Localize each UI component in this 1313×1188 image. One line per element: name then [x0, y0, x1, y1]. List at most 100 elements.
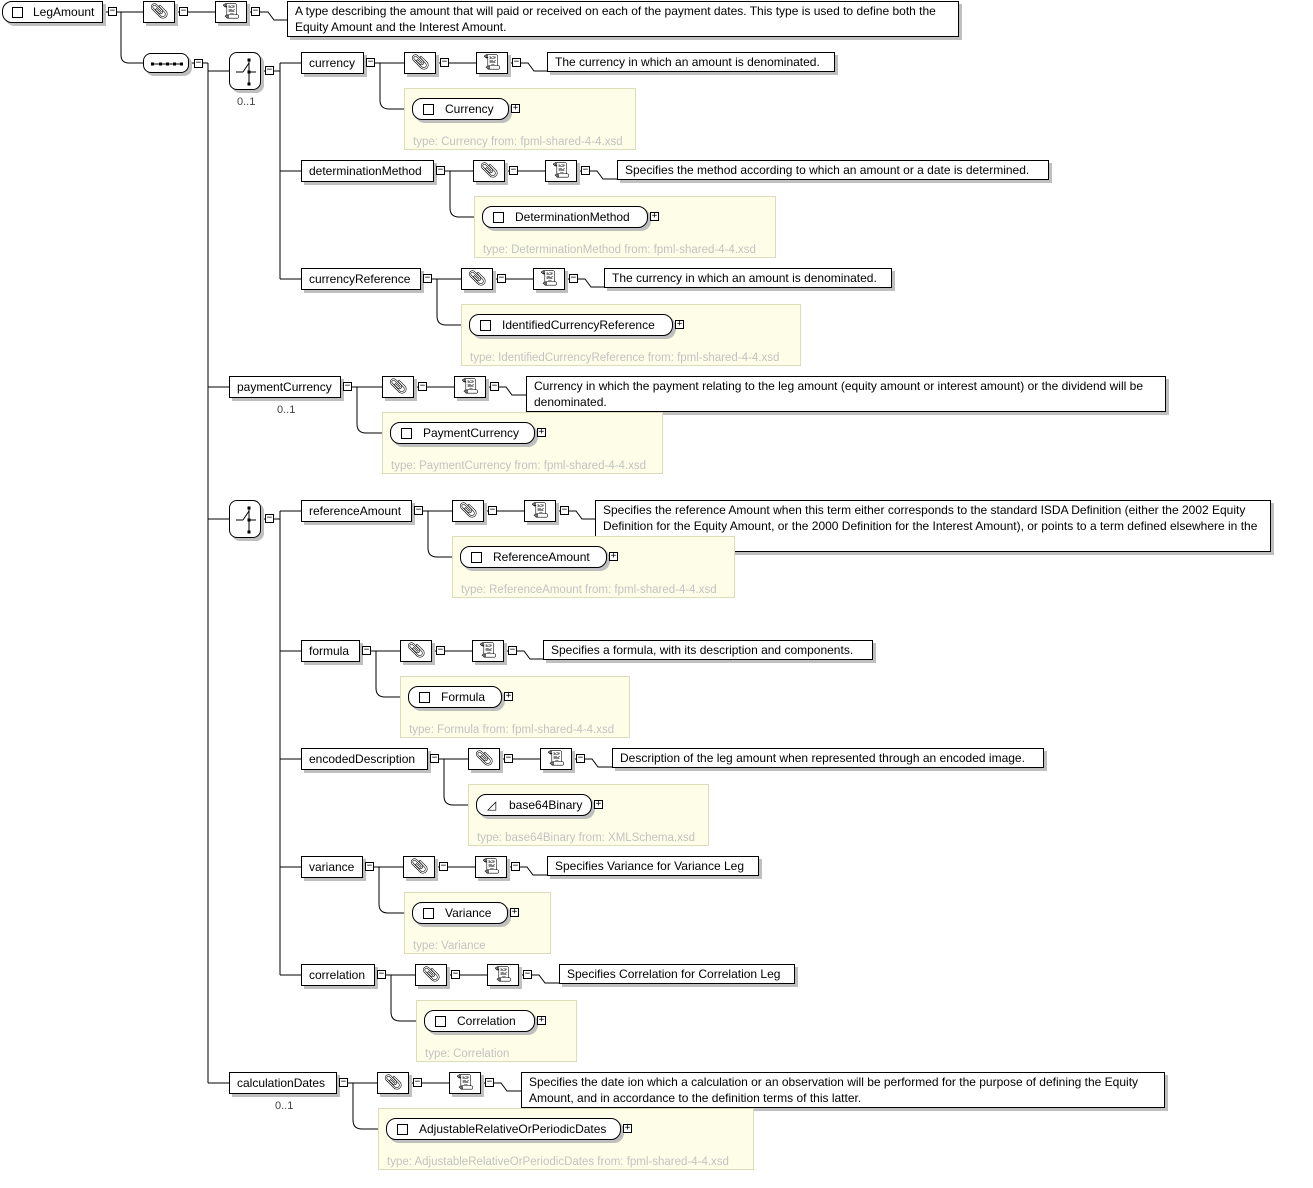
- connector-line: [375, 62, 412, 110]
- root-element[interactable]: LegAmount: [2, 1, 104, 23]
- expand-toggle[interactable]: [594, 800, 603, 809]
- connector-line: [386, 974, 424, 1022]
- collapse-toggle[interactable]: [511, 862, 520, 871]
- choice-icon: [229, 500, 261, 538]
- collapse-toggle[interactable]: [365, 862, 374, 871]
- collapse-toggle[interactable]: [366, 58, 375, 67]
- collapse-toggle[interactable]: [490, 382, 499, 391]
- complex-type-icon: [480, 320, 491, 331]
- collapse-toggle[interactable]: [440, 58, 449, 67]
- expand-toggle[interactable]: [537, 428, 546, 437]
- type-element[interactable]: Currency: [412, 98, 509, 120]
- collapse-toggle[interactable]: [108, 7, 117, 16]
- element-box[interactable]: referenceAmount: [301, 500, 412, 522]
- collapse-toggle[interactable]: [251, 7, 260, 16]
- element-box[interactable]: paymentCurrency: [229, 376, 341, 398]
- element-box[interactable]: correlation: [301, 964, 375, 986]
- type-name: IdentifiedCurrencyReference: [502, 318, 655, 332]
- collapse-toggle[interactable]: [194, 59, 203, 68]
- collapse-toggle[interactable]: [339, 1078, 348, 1087]
- collapse-toggle[interactable]: [265, 66, 274, 75]
- collapse-toggle[interactable]: [508, 646, 517, 655]
- collapse-toggle[interactable]: [413, 1078, 422, 1087]
- expand-toggle[interactable]: [675, 320, 684, 329]
- paperclip-icon: 📎︎: [400, 640, 432, 662]
- collapse-toggle[interactable]: [576, 754, 585, 763]
- collapse-toggle[interactable]: [581, 166, 590, 175]
- type-name: ReferenceAmount: [493, 550, 590, 564]
- collapse-toggle[interactable]: [430, 754, 439, 763]
- expand-toggle[interactable]: [623, 1124, 632, 1133]
- scroll-icon: 📜︎: [487, 964, 519, 986]
- collapse-toggle[interactable]: [439, 862, 448, 871]
- simple-type-icon: ◿: [487, 798, 497, 812]
- collapse-toggle[interactable]: [485, 1078, 494, 1087]
- collapse-toggle[interactable]: [436, 646, 445, 655]
- expand-toggle[interactable]: [511, 104, 520, 113]
- element-box[interactable]: determinationMethod: [301, 160, 434, 182]
- collapse-toggle[interactable]: [265, 514, 274, 523]
- element-box[interactable]: currency: [301, 52, 364, 74]
- complex-type-icon: [423, 104, 434, 115]
- paperclip-icon: 📎︎: [403, 856, 435, 878]
- type-info: type: Currency from: fpml-shared-4-4.xsd: [413, 136, 623, 148]
- paperclip-icon: 📎︎: [415, 964, 447, 986]
- element-box[interactable]: encodedDescription: [301, 748, 428, 770]
- expand-toggle[interactable]: [537, 1016, 546, 1025]
- type-element[interactable]: PaymentCurrency: [390, 422, 535, 444]
- expand-toggle[interactable]: [650, 212, 659, 221]
- collapse-toggle[interactable]: [497, 274, 506, 283]
- connector-line: [371, 650, 408, 698]
- paperclip-icon: 📎︎: [468, 748, 500, 770]
- type-element[interactable]: Correlation: [424, 1010, 535, 1032]
- type-name: Formula: [441, 690, 486, 704]
- collapse-toggle[interactable]: [377, 970, 386, 979]
- type-element[interactable]: ◿base64Binary: [476, 794, 592, 816]
- element-documentation: Specifies a formula, with its descriptio…: [543, 640, 873, 660]
- collapse-toggle[interactable]: [414, 506, 423, 515]
- scroll-icon: 📜︎: [540, 748, 572, 770]
- type-element[interactable]: Formula: [408, 686, 502, 708]
- element-documentation: Specifies the reference Amount when this…: [595, 500, 1271, 552]
- connector-line: [445, 170, 482, 218]
- type-element[interactable]: ReferenceAmount: [460, 546, 607, 568]
- collapse-toggle[interactable]: [343, 382, 352, 391]
- element-box[interactable]: currencyReference: [301, 268, 421, 290]
- paperclip-icon: 📎︎: [143, 1, 175, 23]
- connector-line: [260, 11, 287, 21]
- type-name: PaymentCurrency: [423, 426, 520, 440]
- collapse-toggle[interactable]: [362, 646, 371, 655]
- element-box[interactable]: variance: [301, 856, 363, 878]
- element-documentation: Specifies Variance for Variance Leg: [547, 856, 759, 876]
- expand-toggle[interactable]: [510, 908, 519, 917]
- paperclip-icon: 📎︎: [382, 376, 414, 398]
- element-documentation: Specifies Correlation for Correlation Le…: [559, 964, 795, 984]
- collapse-toggle[interactable]: [488, 506, 497, 515]
- collapse-toggle[interactable]: [423, 274, 432, 283]
- expand-toggle[interactable]: [609, 552, 618, 561]
- collapse-toggle[interactable]: [569, 274, 578, 283]
- collapse-toggle[interactable]: [436, 166, 445, 175]
- type-element[interactable]: AdjustableRelativeOrPeriodicDates: [386, 1118, 621, 1140]
- collapse-toggle[interactable]: [523, 970, 532, 979]
- scroll-icon: 📜︎: [215, 1, 247, 23]
- connector-line: [499, 386, 526, 396]
- type-element[interactable]: DeterminationMethod: [482, 206, 648, 228]
- collapse-toggle[interactable]: [179, 7, 188, 16]
- type-element[interactable]: Variance: [412, 902, 508, 924]
- connector-line: [348, 1082, 386, 1130]
- element-box[interactable]: calculationDates: [229, 1072, 337, 1094]
- collapse-toggle[interactable]: [418, 382, 427, 391]
- expand-toggle[interactable]: [504, 692, 513, 701]
- collapse-toggle[interactable]: [451, 970, 460, 979]
- type-element[interactable]: IdentifiedCurrencyReference: [469, 314, 673, 336]
- collapse-toggle[interactable]: [512, 58, 521, 67]
- collapse-toggle[interactable]: [509, 166, 518, 175]
- collapse-toggle[interactable]: [560, 506, 569, 515]
- collapse-toggle[interactable]: [504, 754, 513, 763]
- scroll-icon: 📜︎: [472, 640, 504, 662]
- paperclip-icon: 📎︎: [473, 160, 505, 182]
- connector-line: [423, 510, 460, 558]
- element-box[interactable]: formula: [301, 640, 360, 662]
